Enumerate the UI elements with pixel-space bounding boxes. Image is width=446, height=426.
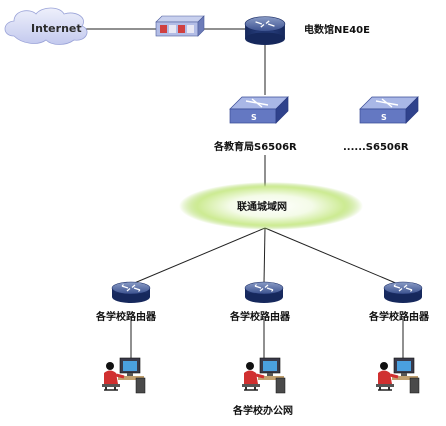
man-cloud-icon: 联通城域网 [179,182,363,230]
school-router-label: 各学校路由器 [229,310,291,323]
edu-switch-label: 各教育局S6506R [213,140,297,153]
core-router-label: 电数馆NE40E [304,23,370,36]
school-router-icon [111,281,151,304]
user-workstation-icon [240,356,287,395]
man-cloud-label: 联通城域网 [237,200,287,213]
school-router-icon [244,281,284,304]
internet-label: Internet [31,22,82,35]
connection-lines [80,28,404,360]
other-switch-icon [359,96,419,124]
office-network-label: 各学校办公网 [232,404,293,417]
internet-cloud-icon: Internet [4,7,88,45]
school-router-label: 各学校路由器 [95,310,157,323]
core-router-icon [244,16,286,45]
link-man-router-left [131,227,266,285]
user-workstation-icon [100,356,147,395]
other-switch-label: ......S6506R [343,142,409,153]
firewall-icon [155,15,205,37]
link-man-router-center [263,227,266,284]
link-man-router-right [264,227,399,285]
user-workstation-icon [374,356,421,395]
school-router-label: 各学校路由器 [368,310,430,323]
school-router-icon [383,281,423,304]
edu-switch-icon [229,96,289,124]
